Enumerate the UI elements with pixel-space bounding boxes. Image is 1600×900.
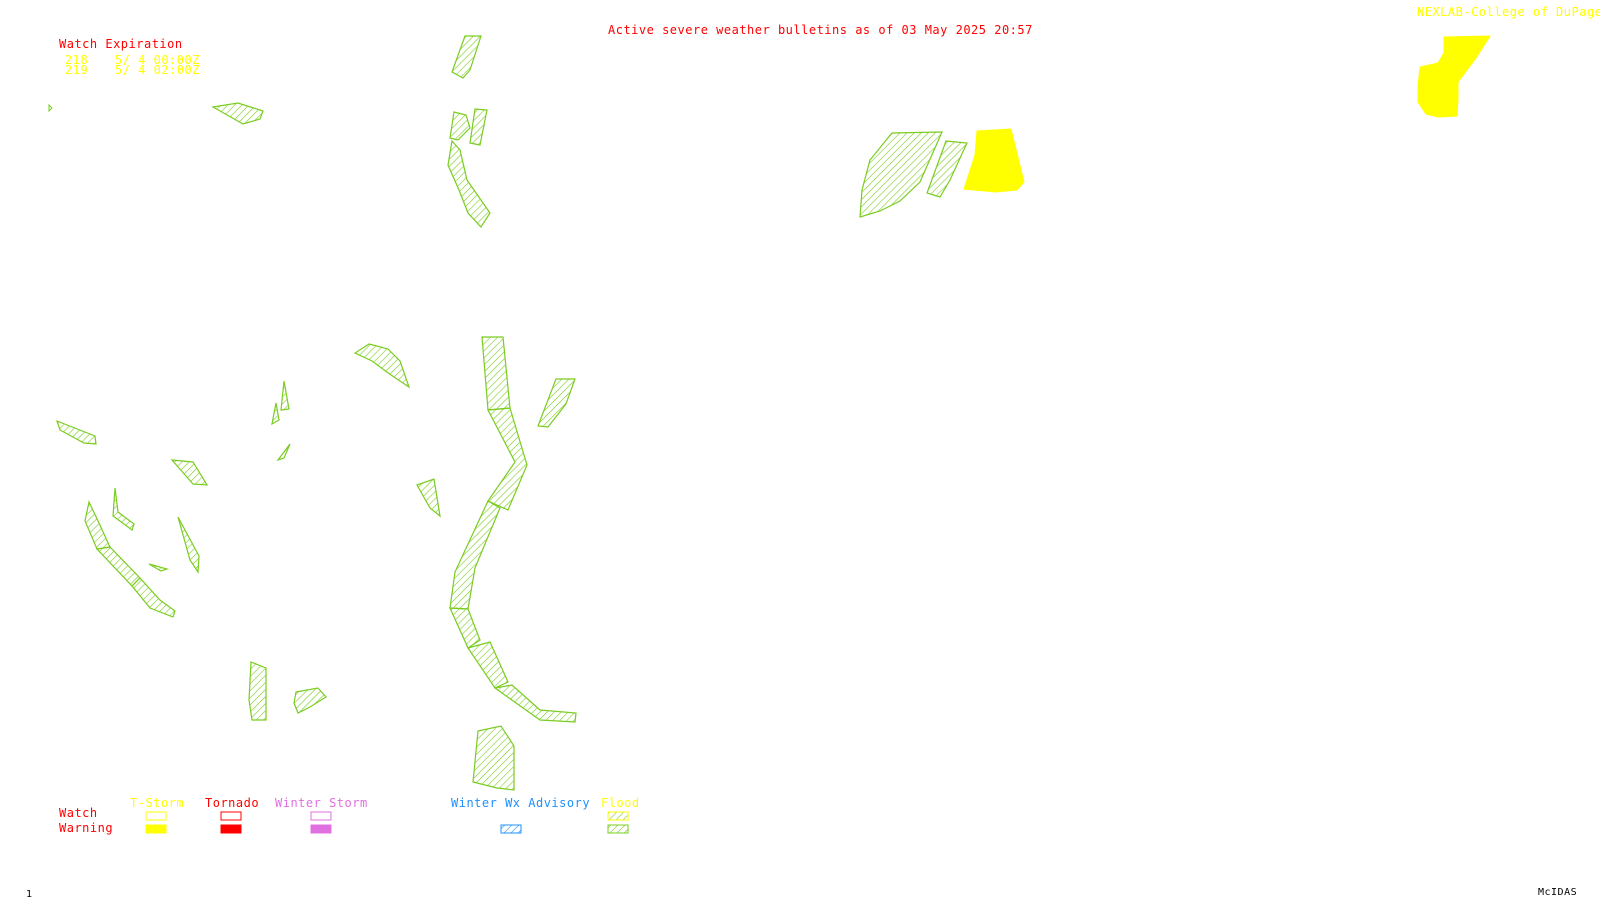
flood-warning-polygons [56,35,968,791]
flood-warning-polygon [447,139,491,228]
flood-warning-polygon [859,131,943,218]
watch-expiration-time: 5/ 4 00:00Z [115,53,200,67]
flood-warning-polygon [469,108,488,146]
flood-warning-polygon [276,443,291,462]
legend-winter-storm-label: Winter Storm [275,796,368,810]
legend-flood-label: Flood [601,796,640,810]
flood-warning-polygon [280,380,290,411]
flood-warning-polygon [148,563,170,572]
flood-warning-polygon [416,478,441,518]
legend-flood-watch-box [607,811,629,821]
watch-expiration-id: 218 [65,53,89,67]
flood-warning-polygon [293,687,327,714]
flood-warning-polygon [449,111,471,141]
legend-winter-storm-warning-box [310,824,332,834]
flood-warning-polygon [131,577,176,618]
software-label: McIDAS [1538,887,1578,898]
watch-expiration-heading: Watch Expiration [59,37,183,51]
flood-warning-polygon [493,684,577,723]
flood-warning-polygon [56,419,97,445]
tstorm-warning-polygons [963,35,1491,193]
flood-warning-polygon [177,516,200,574]
flood-warning-polygon [481,336,511,411]
legend-winter-advisory-box [500,824,522,834]
legend-warning-row-label: Warning [59,821,114,835]
tstorm-warning-polygon [1417,35,1491,118]
flood-warning-polygon [95,546,141,587]
frame-number: 1 [26,889,33,900]
legend-flood-warning-box [607,824,629,834]
bulletin-title: Active severe weather bulletins as of 03… [608,23,1033,37]
flood-warning-polygon [353,343,411,389]
legend-tornado-warning-box [220,824,242,834]
flood-warning-polygon [248,661,267,721]
legend-tstorm-label: T-Storm [130,796,185,810]
flood-warning-polygon [926,140,968,198]
credit-label: NEXLAB-College of DuPage E [1417,5,1600,19]
legend-tstorm-warning-box [145,824,167,834]
legend-winter-advisory-label: Winter Wx Advisory [451,796,591,810]
tstorm-warning-polygon [963,128,1025,193]
legend-tornado-label: Tornado [205,796,260,810]
watch-expiration-time: 5/ 4 02:00Z [115,63,200,77]
flood-warning-polygon [487,407,528,511]
flood-warning-polygon [472,725,515,791]
flood-warning-polygon [271,402,280,426]
flood-warning-polygon [84,500,111,550]
flood-warning-polygon [449,500,501,610]
flood-warning-polygon [537,378,576,428]
legend-winter-storm-watch-box [310,811,332,821]
flood-warning-polygon [211,102,264,125]
flood-warning-polygon [449,607,481,649]
map-edge-marker [48,103,53,113]
legend-boxes [145,811,629,834]
flood-warning-polygon [467,641,509,689]
legend-watch-row-label: Watch [59,806,98,820]
flood-warning-polygon [170,459,209,486]
legend-tstorm-watch-box [145,811,167,821]
flood-warning-polygon [112,487,135,531]
legend-tornado-watch-box [220,811,242,821]
flood-warning-polygon [451,35,482,79]
watch-expiration-id: 219 [65,63,89,77]
